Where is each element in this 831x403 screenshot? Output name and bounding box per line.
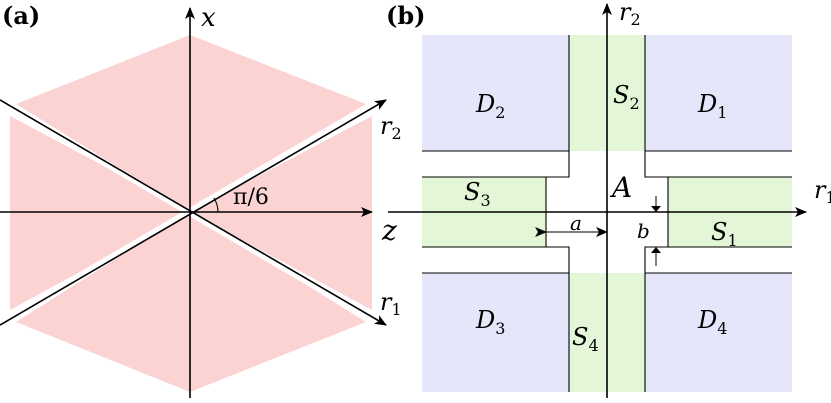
r1-axis-b-label: r1 bbox=[814, 176, 831, 207]
domain-d1 bbox=[645, 35, 792, 151]
strip-s2-label: S2 bbox=[613, 81, 640, 113]
domain-d1-label: D1 bbox=[697, 90, 727, 122]
domain-d3-label: D3 bbox=[475, 306, 505, 338]
domain-d4-label: D4 bbox=[697, 306, 727, 338]
strip-s4-label: S4 bbox=[572, 323, 599, 355]
hexagon-sector-top bbox=[16, 35, 366, 212]
width-b-label: b bbox=[637, 219, 650, 243]
domain-d4 bbox=[645, 273, 792, 392]
panel-a: (a) π/6 x z r2 r1 bbox=[0, 1, 402, 398]
angle-arc bbox=[213, 197, 219, 213]
r1-axis bbox=[0, 99, 387, 326]
r2-axis-label: r2 bbox=[380, 112, 402, 143]
r2-axis-b-label: r2 bbox=[619, 0, 641, 29]
panel-b: (b) a bbox=[386, 0, 831, 398]
center-label: A bbox=[609, 171, 632, 204]
strip-s1-label: S1 bbox=[711, 218, 738, 250]
r1-axis-label: r1 bbox=[380, 288, 402, 319]
hexagon-sector-left bbox=[10, 116, 190, 310]
width-a-label: a bbox=[570, 211, 582, 235]
domain-d2-label: D2 bbox=[475, 90, 505, 122]
panel-a-label: (a) bbox=[2, 1, 40, 30]
x-axis-label: x bbox=[201, 3, 216, 33]
domain-d2 bbox=[422, 35, 569, 151]
hexagon-sector-right bbox=[190, 116, 372, 310]
panel-b-label: (b) bbox=[386, 1, 426, 30]
hexagon bbox=[2, 35, 374, 392]
hexagon-sector-bottom bbox=[16, 212, 366, 392]
domain-d3 bbox=[422, 273, 569, 392]
angle-label: π/6 bbox=[233, 185, 269, 210]
z-axis-label: z bbox=[381, 214, 397, 247]
strip-s3-label: S3 bbox=[464, 178, 491, 210]
